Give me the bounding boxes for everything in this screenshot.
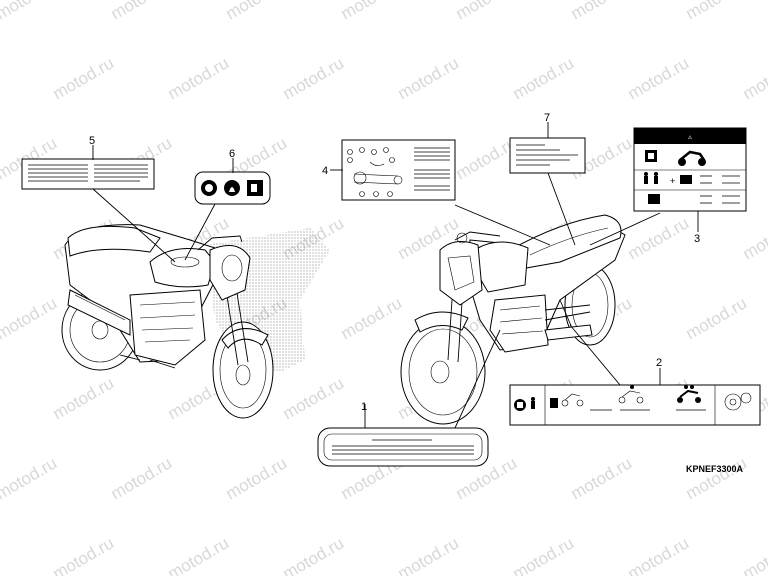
watermark-text: motod.ru (280, 53, 348, 103)
watermark-text: motod.ru (108, 0, 176, 23)
callout-4: 4 (322, 165, 328, 177)
label-7-info-sticker[interactable] (509, 137, 586, 174)
watermark-text: motod.ru (625, 53, 693, 103)
watermark-text: motod.ru (223, 0, 291, 23)
callout-2: 2 (656, 357, 662, 369)
watermark-text: motod.ru (395, 533, 463, 576)
chain-diagram-icon (347, 147, 403, 197)
callout-7: 7 (544, 112, 550, 124)
watermark-text: motod.ru (510, 53, 578, 103)
watermark-text: motod.ru (0, 213, 2, 263)
watermark-text: motod.ru (740, 533, 768, 576)
label-1-text-lines (332, 439, 474, 455)
watermark-text: motod.ru (0, 53, 2, 103)
watermark-text: motod.ru (338, 293, 406, 343)
watermark-text: motod.ru (740, 53, 768, 103)
riders-icon: + (644, 172, 692, 186)
label-5-text-lines (28, 164, 148, 182)
diagram-code: KPNEF3300A (686, 464, 744, 474)
luggage-icon (648, 194, 660, 204)
watermark-text: motod.ru (683, 453, 751, 503)
label-5-caution-sticker[interactable] (21, 158, 155, 190)
watermark-text: motod.ru (625, 533, 693, 576)
watermark-text: motod.ru (223, 453, 291, 503)
label-1-reflector-sticker[interactable] (317, 427, 489, 467)
watermark-text: motod.ru (50, 373, 118, 423)
label-3-load-capacity-sticker[interactable]: ⚠ + (633, 127, 747, 212)
watermark-text: motod.ru (510, 533, 578, 576)
watermark-text: motod.ru (683, 293, 751, 343)
watermark-text: motod.ru (453, 0, 521, 23)
watermark-text: motod.ru (280, 533, 348, 576)
watermark-text: motod.ru (165, 533, 233, 576)
watermark-text: motod.ru (683, 0, 751, 23)
svg-text:+: + (670, 176, 675, 186)
label-2-tire-pressure-sticker[interactable] (509, 384, 761, 426)
watermark-text: motod.ru (0, 293, 60, 343)
motorcycle-two-riders-icon (677, 385, 701, 403)
tire-icon (724, 392, 752, 411)
watermark-text: motod.ru (0, 533, 2, 576)
watermark-text: motod.ru (0, 373, 2, 423)
watermark-text: motod.ru (108, 453, 176, 503)
rider-icon-2 (531, 397, 558, 409)
motorcycle-icon (678, 150, 706, 166)
callout-5: 5 (89, 135, 95, 147)
watermark-text: motod.ru (338, 0, 406, 23)
watermark-text: motod.ru (0, 453, 60, 503)
motorcycle-icon-2 (561, 393, 584, 407)
watermark-text: motod.ru (740, 213, 768, 263)
watermark-text: motod.ru (165, 53, 233, 103)
motorcycle-rider-icon (618, 385, 644, 404)
watermark-text: motod.ru (568, 0, 636, 23)
svg-text:⚠: ⚠ (688, 135, 693, 141)
label-6-fuel-cap-sticker[interactable] (194, 171, 271, 205)
right-motorcycle-illustration (400, 214, 626, 425)
callout-1: 1 (361, 401, 367, 413)
label-3-values (700, 175, 740, 204)
label-4-chain-adjustment-sticker[interactable] (341, 139, 456, 201)
watermark-text: motod.ru (0, 0, 60, 23)
watermark-text: motod.ru (280, 373, 348, 423)
watermark-text: motod.ru (50, 533, 118, 576)
watermark-text: motod.ru (50, 53, 118, 103)
left-motorcycle-illustration (61, 224, 330, 419)
watermark-text: motod.ru (568, 453, 636, 503)
label-4-text-lines (414, 147, 450, 191)
watermark-text: motod.ru (625, 213, 693, 263)
watermark-text: motod.ru (395, 53, 463, 103)
leader-lines (92, 122, 699, 429)
label-7-text-lines (516, 144, 578, 166)
callout-6: 6 (229, 148, 235, 160)
callout-3: 3 (694, 233, 700, 245)
